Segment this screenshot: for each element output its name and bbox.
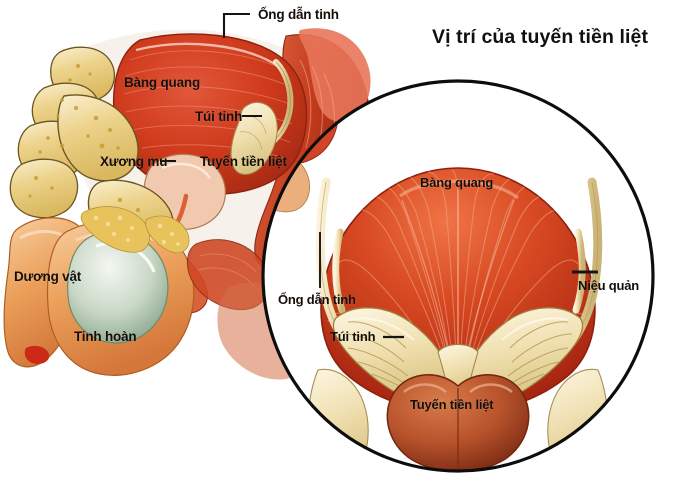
vertebrae bbox=[9, 46, 139, 219]
abdominal-wall bbox=[298, 28, 371, 122]
prostate-posterior bbox=[386, 374, 530, 471]
leader-lines bbox=[160, 12, 598, 339]
figure-title: Vị trí của tuyến tiền liệt bbox=[432, 26, 649, 48]
seminal-vesicle-sagittal bbox=[230, 101, 278, 175]
sagittal-panel bbox=[3, 28, 371, 380]
leader-ong-dan-tinh-sag bbox=[222, 12, 250, 38]
inset-circle-outline bbox=[261, 79, 655, 473]
